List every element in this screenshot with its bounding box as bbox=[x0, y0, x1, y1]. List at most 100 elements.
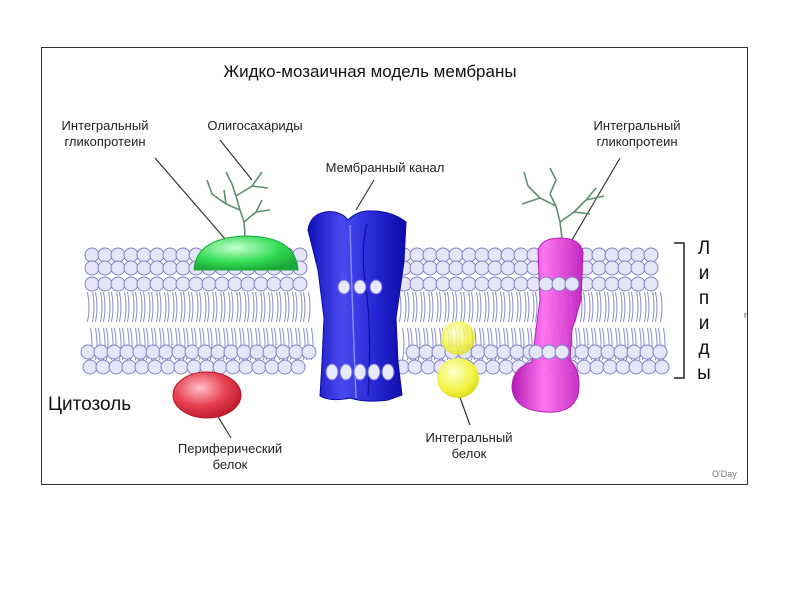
lipid-head bbox=[110, 276, 126, 292]
lipid-tail bbox=[503, 291, 506, 323]
lipid-tail bbox=[599, 291, 602, 323]
lipid-head bbox=[84, 260, 100, 276]
lipid-tail bbox=[535, 291, 538, 323]
lipid-tail bbox=[183, 291, 186, 323]
label-glycoprotein-right: Интегральный гликопротеин bbox=[572, 118, 702, 150]
lipid-head bbox=[123, 276, 139, 292]
lipid-head bbox=[551, 276, 567, 292]
lipid-head bbox=[643, 276, 659, 292]
lipid-head bbox=[201, 276, 217, 292]
lipid-tail bbox=[404, 291, 407, 323]
lipid-head bbox=[591, 247, 607, 263]
lipid-tail bbox=[460, 291, 463, 323]
lipid-tail bbox=[402, 327, 405, 361]
lipid-head bbox=[613, 344, 629, 360]
lipid-head bbox=[435, 276, 451, 292]
lipid-tail bbox=[244, 291, 247, 323]
lipid-head bbox=[84, 276, 100, 292]
lipid-tail bbox=[399, 291, 402, 323]
lipid-heads-front bbox=[325, 276, 580, 381]
lipid-tail bbox=[247, 291, 250, 323]
label-integral-protein-line2: белок bbox=[451, 446, 487, 461]
lipid-head bbox=[249, 344, 265, 360]
lipid-head bbox=[121, 359, 137, 375]
lipid-head bbox=[474, 260, 490, 276]
lipid-tail bbox=[492, 291, 495, 323]
lipid-head bbox=[487, 247, 503, 263]
lipid-head bbox=[470, 344, 486, 360]
channel-lipid-bead bbox=[325, 363, 339, 381]
lipid-tail bbox=[260, 291, 263, 323]
lipid-tail bbox=[100, 291, 103, 323]
lipid-head bbox=[654, 359, 670, 375]
lipid-tail bbox=[151, 291, 154, 323]
lipid-tail bbox=[516, 291, 519, 323]
lipid-head bbox=[461, 260, 477, 276]
lipid-tail bbox=[652, 291, 655, 323]
lipid-tail bbox=[252, 291, 255, 323]
lipid-tail bbox=[164, 291, 167, 323]
lipid-tail bbox=[500, 291, 503, 323]
lipid-head bbox=[643, 260, 659, 276]
lipid-head bbox=[175, 276, 191, 292]
lipid-tail bbox=[279, 291, 282, 323]
lipid-tail bbox=[511, 291, 514, 323]
lipid-head bbox=[538, 276, 554, 292]
lipid-head bbox=[80, 344, 96, 360]
lipid-tail bbox=[223, 291, 226, 323]
lipid-tail bbox=[204, 291, 207, 323]
lipid-tail bbox=[412, 291, 415, 323]
lipid-head bbox=[93, 344, 109, 360]
lipid-head bbox=[448, 247, 464, 263]
lipid-head bbox=[145, 344, 161, 360]
lipid-head bbox=[498, 359, 514, 375]
lipid-head bbox=[279, 276, 295, 292]
label-glycoprotein-right-line1: Интегральный bbox=[593, 118, 681, 133]
lipid-head bbox=[496, 344, 512, 360]
lipid-tail bbox=[620, 291, 623, 323]
lipid-head bbox=[652, 344, 668, 360]
lipid-tail bbox=[231, 291, 234, 323]
lipid-tail bbox=[418, 327, 421, 361]
channel-lipid-bead bbox=[367, 363, 381, 381]
lipid-head bbox=[175, 260, 191, 276]
lipid-tail bbox=[159, 327, 162, 361]
lipid-head bbox=[277, 359, 293, 375]
lipid-head bbox=[288, 344, 304, 360]
lipid-tail bbox=[250, 327, 253, 361]
lipid-head bbox=[184, 344, 200, 360]
lipid-tail bbox=[287, 291, 290, 323]
lipid-tail bbox=[471, 291, 474, 323]
lipid-tail bbox=[532, 291, 535, 323]
lipid-tail bbox=[447, 291, 450, 323]
lipid-tail bbox=[423, 291, 426, 323]
label-peripheral-protein-line1: Периферический bbox=[177, 441, 283, 456]
lipid-tail bbox=[524, 291, 527, 323]
diagram-title: Жидко-мозаичная модель мембраны bbox=[223, 62, 517, 81]
lipid-head bbox=[197, 344, 213, 360]
lipid-head bbox=[409, 247, 425, 263]
lipid-head bbox=[108, 359, 124, 375]
lipid-tail bbox=[487, 291, 490, 323]
lipid-tail bbox=[199, 291, 202, 323]
lipid-head bbox=[238, 359, 254, 375]
lipid-head bbox=[110, 247, 126, 263]
lipid-head bbox=[591, 260, 607, 276]
lipid-tail bbox=[210, 327, 213, 361]
lipid-tail bbox=[596, 291, 599, 323]
lipid-head bbox=[628, 359, 644, 375]
lipid-tail bbox=[124, 291, 127, 323]
lipid-head bbox=[617, 260, 633, 276]
lipid-head bbox=[602, 359, 618, 375]
lipid-head bbox=[422, 260, 438, 276]
integral-protein bbox=[437, 321, 479, 398]
lipid-head bbox=[604, 247, 620, 263]
lipid-head bbox=[292, 276, 308, 292]
lipid-head bbox=[587, 344, 603, 360]
lipid-letter-4: и bbox=[698, 313, 710, 334]
lipid-tail bbox=[215, 291, 218, 323]
lipid-tail bbox=[631, 291, 634, 323]
lipid-tail bbox=[660, 291, 663, 323]
lipid-head bbox=[435, 247, 451, 263]
lipid-tail bbox=[588, 291, 591, 323]
